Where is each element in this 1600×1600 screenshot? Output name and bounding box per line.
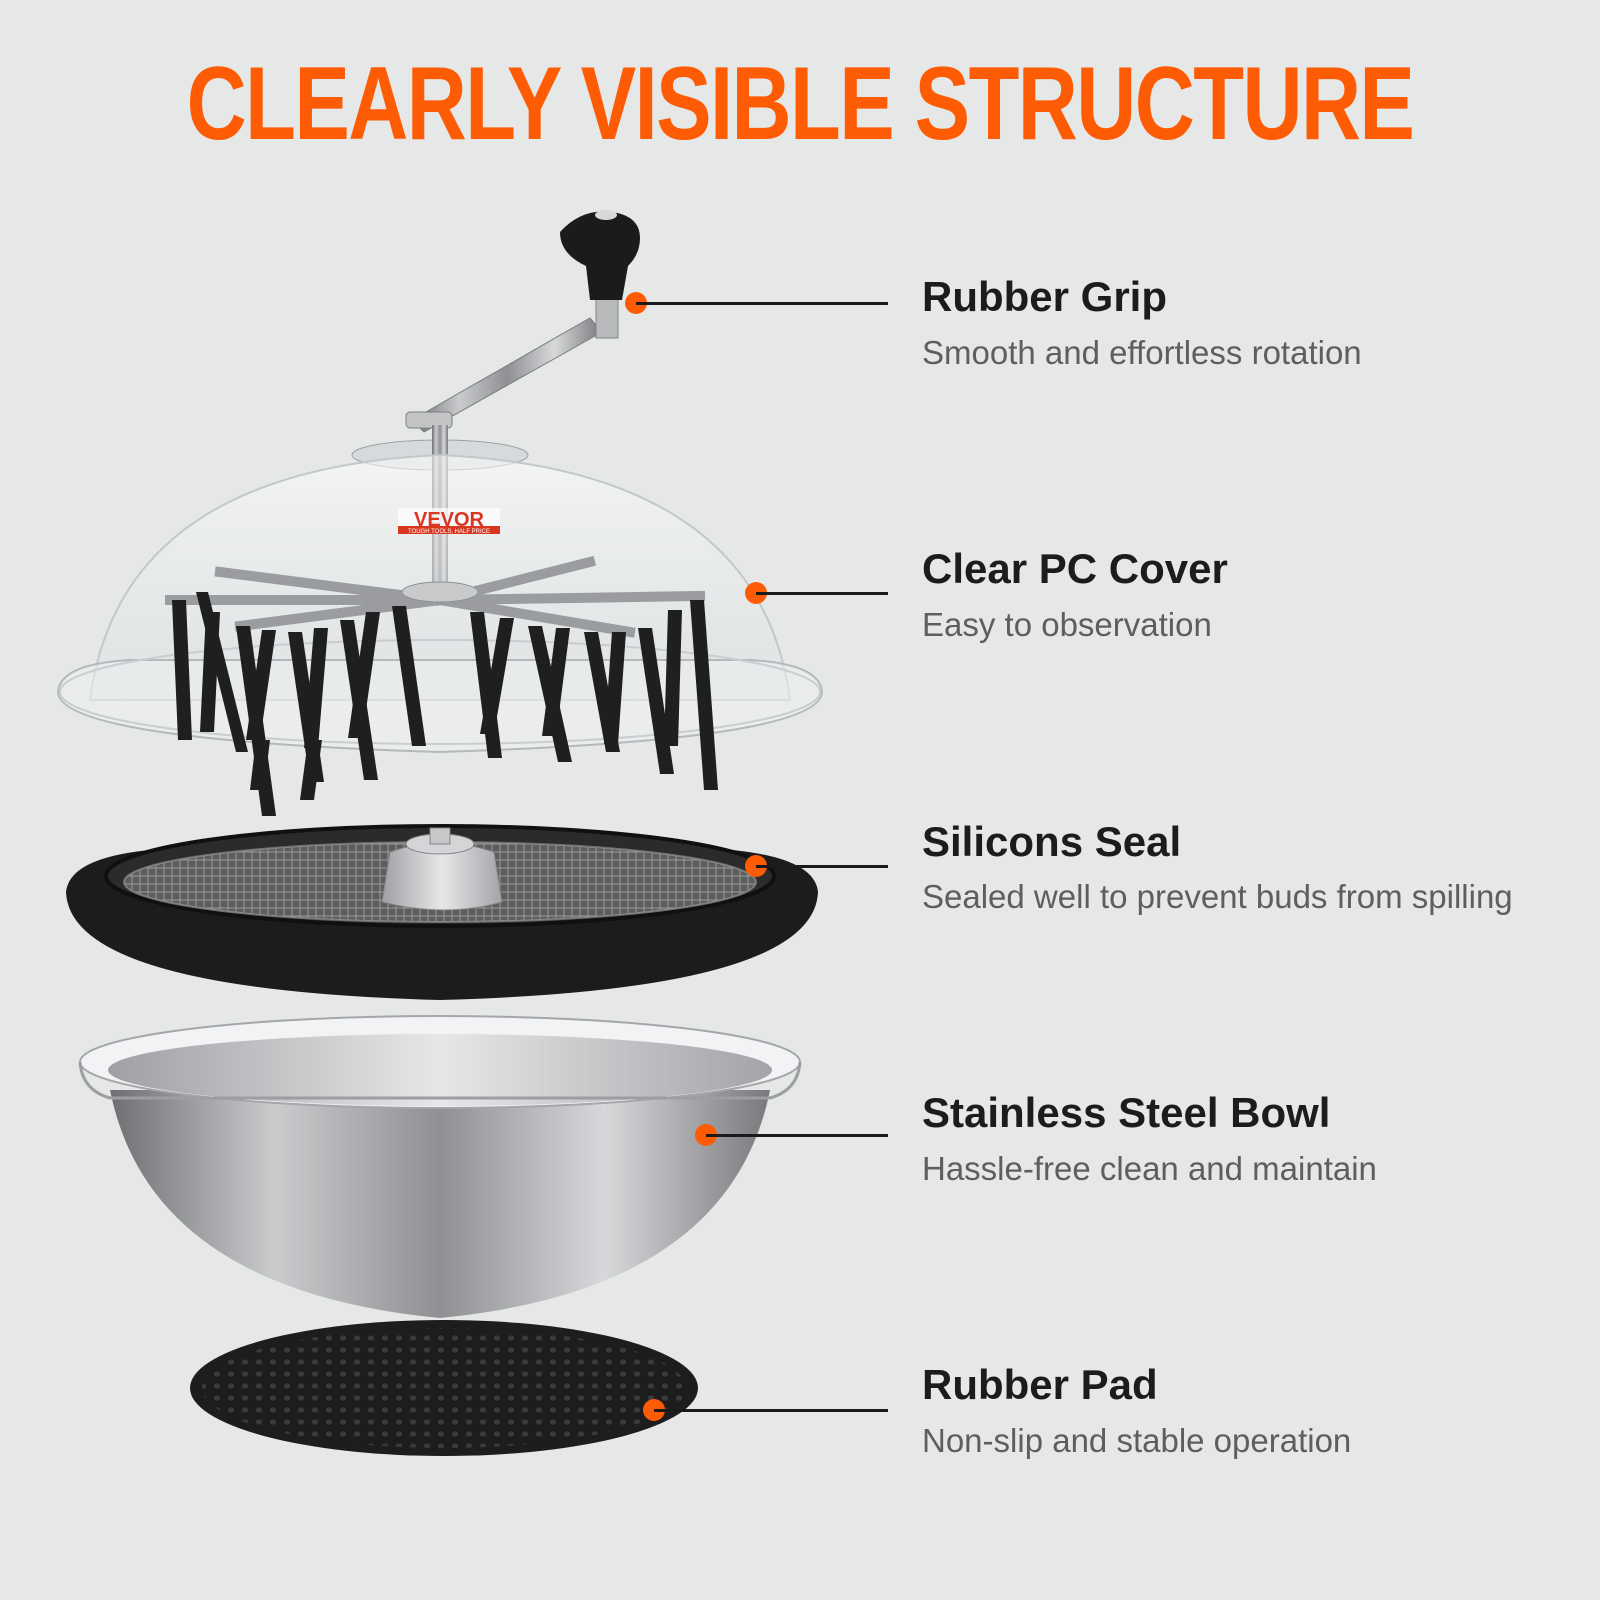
crank-handle [405,210,640,433]
stainless-steel-bowl [78,1015,802,1318]
callout-title: Rubber Grip [922,273,1168,320]
callout-title: Rubber Pad [922,1361,1158,1408]
callout-title: Clear PC Cover [922,545,1228,592]
vevor-tagline: TOUGH TOOLS, HALF PRICE [408,529,490,535]
callout-description: Hassle-free clean and maintain [922,1150,1377,1187]
callout-description: Sealed well to prevent buds from spillin… [922,878,1513,915]
callout-title: Silicons Seal [922,818,1182,865]
callout-description: Easy to observation [922,606,1212,643]
callout-title: Stainless Steel Bowl [922,1089,1331,1136]
callout-leader-line [756,865,888,868]
callout-description: Smooth and effortless rotation [922,334,1362,371]
vevor-logo: VEVOR [414,509,485,531]
callout-description: Non-slip and stable operation [922,1422,1352,1459]
rubber-grip-knob [560,211,640,300]
callout-leader-line [706,1134,888,1137]
headline: CLEARLY VISIBLE STRUCTURE [186,46,1415,162]
clear-pc-cover: VEVOR TOUGH TOOLS, HALF PRICE [56,425,824,816]
silicone-seal-tray [66,824,818,1000]
rubber-pad [190,1320,698,1456]
callout-leader-line [636,302,888,305]
callout-leader-line [756,592,888,595]
callout-leader-line [654,1409,888,1412]
